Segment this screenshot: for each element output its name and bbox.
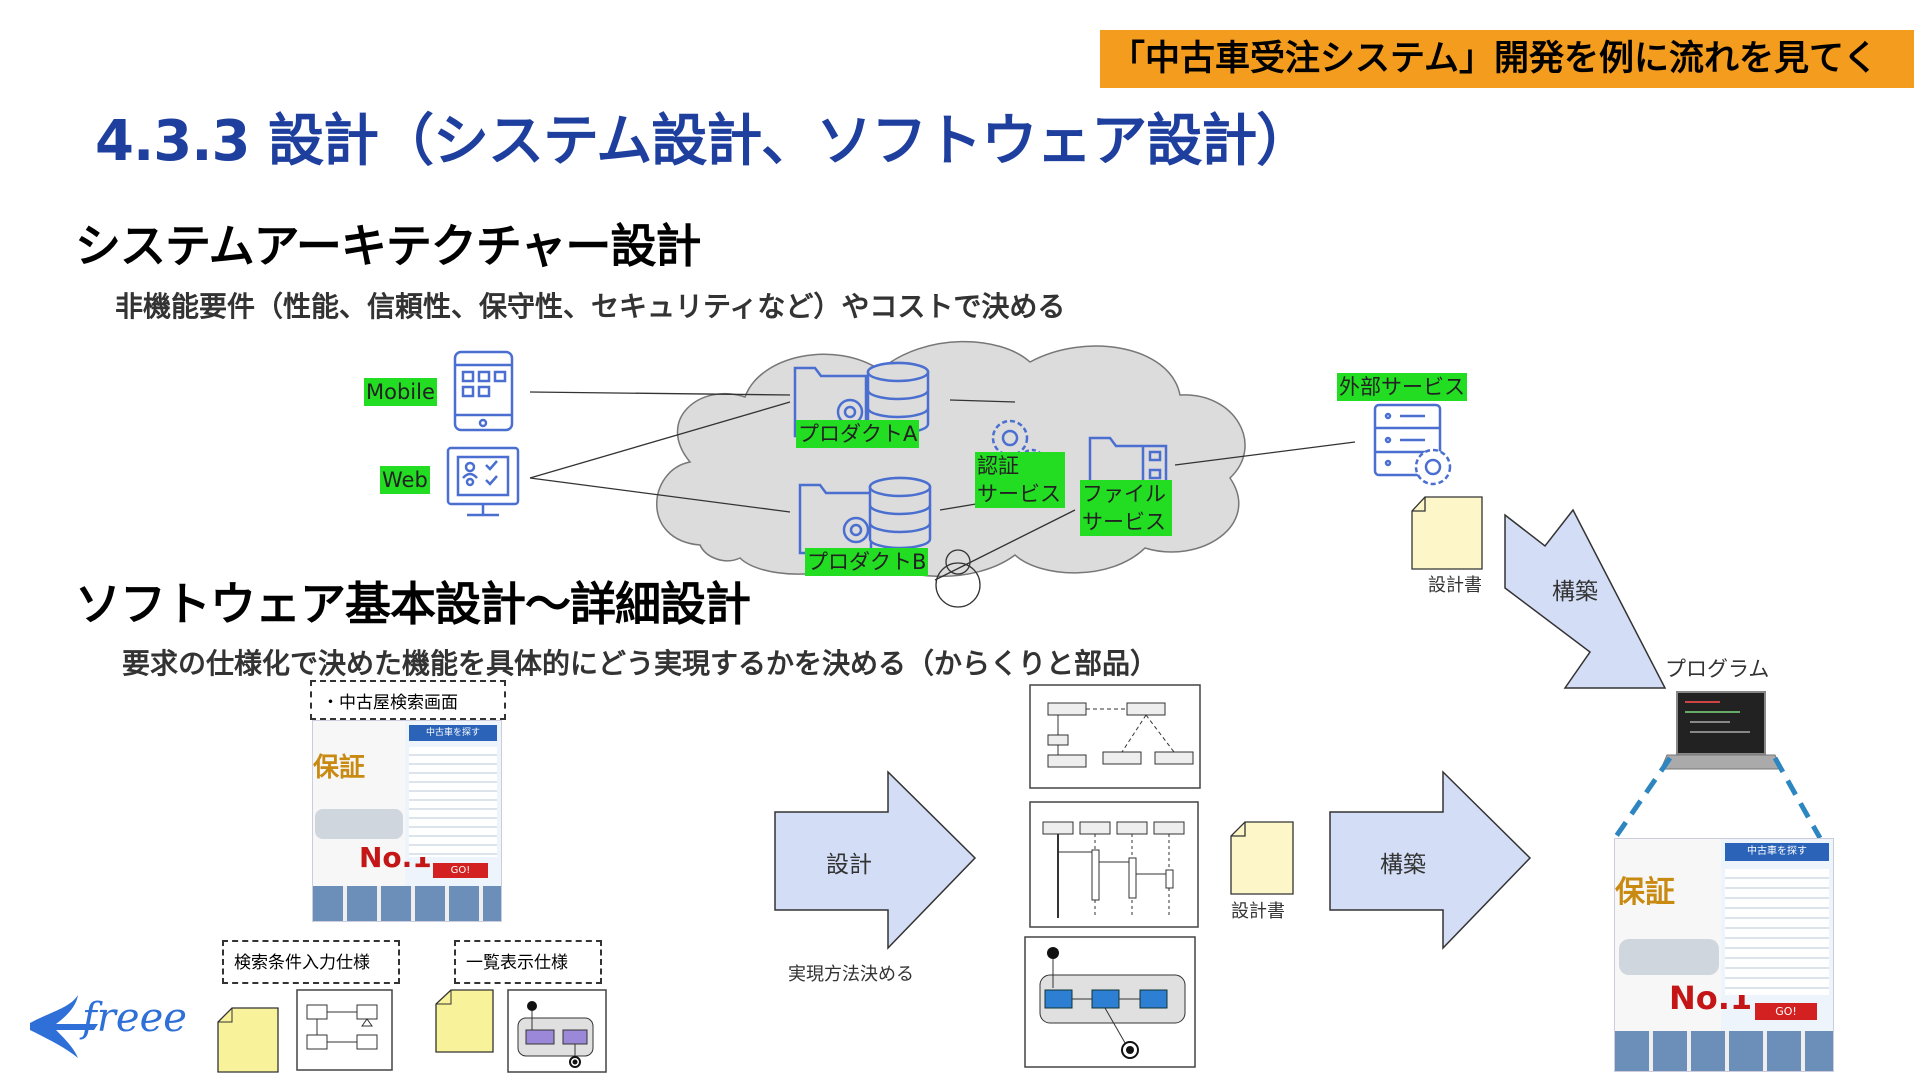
- build-arrow-top: [1504, 508, 1667, 689]
- server-icon: [1373, 403, 1452, 486]
- mockup-right-form: [1725, 869, 1829, 995]
- slide-title: 4.3.3 設計（システム設計、ソフトウェア設計）: [95, 109, 1312, 174]
- label-design-arrow: 設計: [826, 852, 872, 878]
- design-doc-icon-bottom: [1230, 821, 1294, 895]
- label-product-b: プロダクトB: [805, 548, 929, 576]
- activity-diagram-icon: [1024, 936, 1196, 1068]
- label-file-service: ファイル サービス: [1080, 480, 1172, 536]
- label-product-a: プロダクトA: [796, 420, 920, 448]
- label-build-top: 構築: [1552, 579, 1598, 605]
- mockup-right-badge: 保証: [1615, 875, 1675, 910]
- architecture-heading: システムアーキテクチャー設計: [75, 219, 701, 273]
- state-diagram-icon: [507, 989, 607, 1073]
- mockup-badge: 保証: [313, 753, 366, 783]
- product-a-icon: [793, 361, 930, 438]
- person-icon: [935, 549, 981, 608]
- label-auth-line1: 認証: [977, 454, 1019, 478]
- architecture-description: 非機能要件（性能、信頼性、保守性、セキュリティなど）やコストで決める: [115, 290, 1066, 323]
- note-icon-2: [435, 989, 494, 1053]
- class-diagram-icon: [1029, 684, 1201, 789]
- label-program: プログラム: [1665, 657, 1770, 681]
- tablet-icon: [453, 350, 514, 432]
- freee-bird-icon: [30, 995, 98, 1058]
- label-build-bottom: 構築: [1380, 852, 1426, 878]
- mockup-right-car-list: [1615, 1031, 1833, 1071]
- topic-banner: 「中古車受注システム」開発を例に流れを見てく: [1100, 30, 1914, 88]
- monitor-icon: [446, 446, 520, 517]
- screen-mockup-left: 保証 No.1 中古車を探す GO!: [312, 720, 502, 922]
- list-spec-box: 一覧表示仕様: [454, 940, 602, 984]
- label-web: Web: [380, 466, 430, 494]
- label-auth-line2: サービス: [977, 482, 1061, 506]
- mockup-right-car: [1619, 939, 1719, 975]
- sequence-diagram-icon: [1029, 801, 1199, 928]
- design-doc-icon: [1411, 496, 1483, 570]
- label-mobile: Mobile: [364, 378, 437, 406]
- software-description: 要求の仕様化で決めた機能を具体的にどう実現するかを決める（からくりと部品）: [122, 647, 1159, 680]
- mockup-car-list: [313, 886, 501, 921]
- label-design-doc-top: 設計書: [1428, 575, 1482, 596]
- software-heading: ソフトウェア基本設計～詳細設計: [75, 577, 751, 631]
- flow-diagram-icon: [296, 989, 393, 1071]
- build-arrow-bottom: [1329, 770, 1532, 950]
- mockup-car: [315, 809, 403, 839]
- mockup-header: 中古車を探す: [409, 725, 497, 741]
- connector-lines: [529, 391, 1356, 581]
- dashed-connectors: [1612, 756, 1823, 840]
- label-external-service: 外部サービス: [1337, 373, 1467, 401]
- label-file-line1: ファイル: [1082, 482, 1166, 506]
- mockup-right-go-button: GO!: [1755, 1003, 1817, 1020]
- label-auth-service: 認証 サービス: [975, 452, 1065, 508]
- mockup-go-button: GO!: [433, 863, 488, 878]
- label-how: 実現方法決める: [788, 964, 914, 985]
- design-arrow: [774, 770, 977, 950]
- label-design-doc-bottom: 設計書: [1231, 901, 1285, 922]
- label-file-line2: サービス: [1082, 510, 1166, 534]
- laptop-icon: [1660, 691, 1782, 770]
- screen-label-box: ・中古屋検索画面: [310, 680, 506, 720]
- screen-mockup-right: 保証 No.1 中古車を探す GO!: [1614, 838, 1834, 1072]
- mockup-form: [409, 747, 497, 857]
- product-b-icon: [798, 476, 932, 555]
- mockup-right-header: 中古車を探す: [1725, 843, 1829, 861]
- freee-logo: freee: [82, 995, 187, 1041]
- search-spec-box: 検索条件入力仕様: [222, 940, 400, 984]
- note-icon-1: [217, 1007, 279, 1073]
